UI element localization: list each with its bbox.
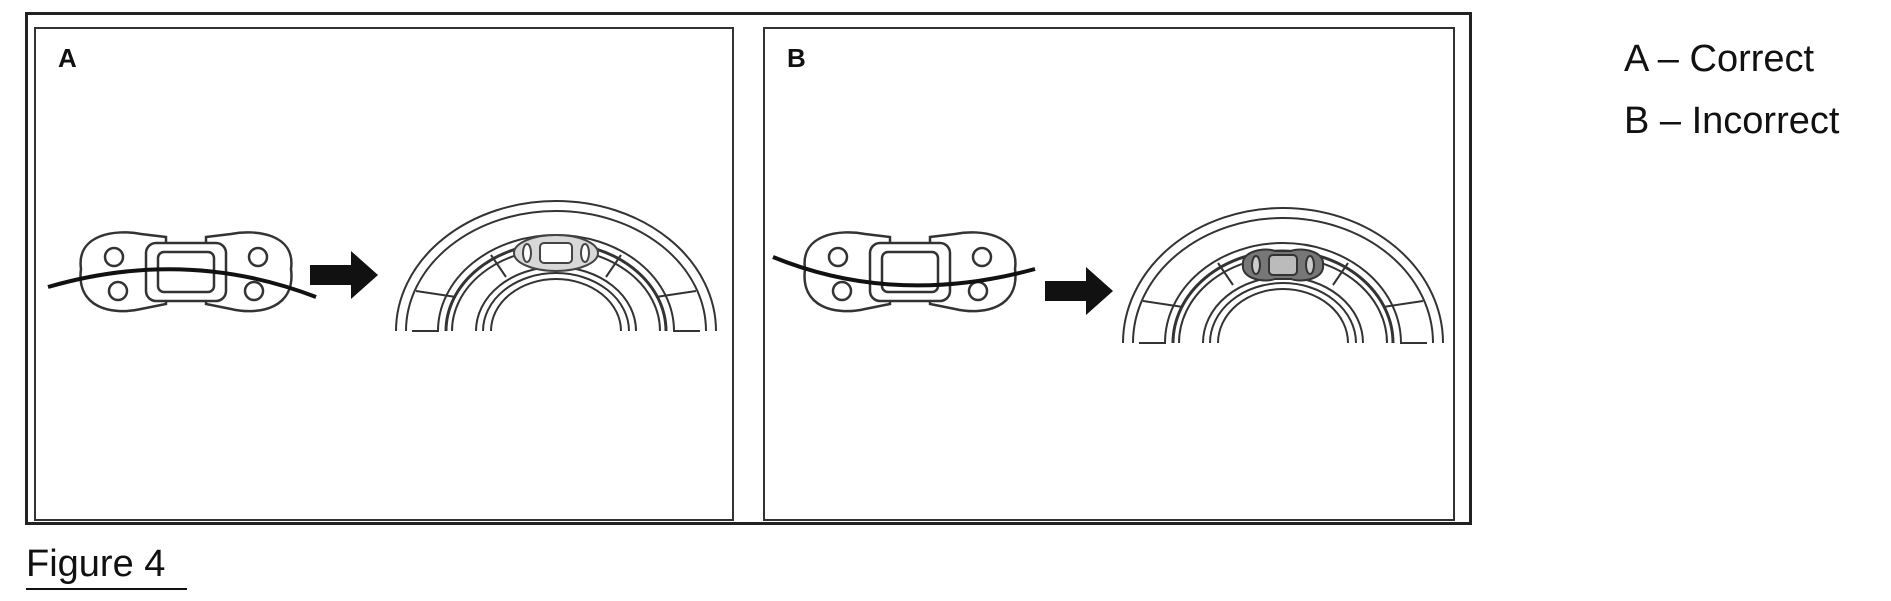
legend: A – Correct B – Incorrect	[1624, 28, 1839, 152]
legend-item-b: B – Incorrect	[1624, 100, 1840, 142]
panel-a-letter: A	[58, 43, 77, 73]
panel-b-letter: B	[787, 43, 806, 73]
arrow-right-icon	[1045, 267, 1113, 315]
wire-icon	[772, 255, 1036, 288]
legend-item-a: A – Correct	[1624, 38, 1815, 80]
arrow-right-icon	[310, 251, 378, 299]
panel-a-illustration	[47, 200, 717, 332]
clip-icon	[803, 231, 1017, 313]
panel-b: B	[763, 27, 1455, 521]
figure-frame	[25, 12, 1472, 525]
wire-icon	[47, 267, 317, 299]
panel-b-illustration	[772, 207, 1444, 344]
figure-caption: Figure 4	[26, 540, 188, 590]
wheel-segment-icon	[395, 200, 717, 332]
clip-installed	[513, 234, 599, 272]
panel-a: A	[34, 27, 734, 521]
clip-installed	[1241, 248, 1325, 282]
